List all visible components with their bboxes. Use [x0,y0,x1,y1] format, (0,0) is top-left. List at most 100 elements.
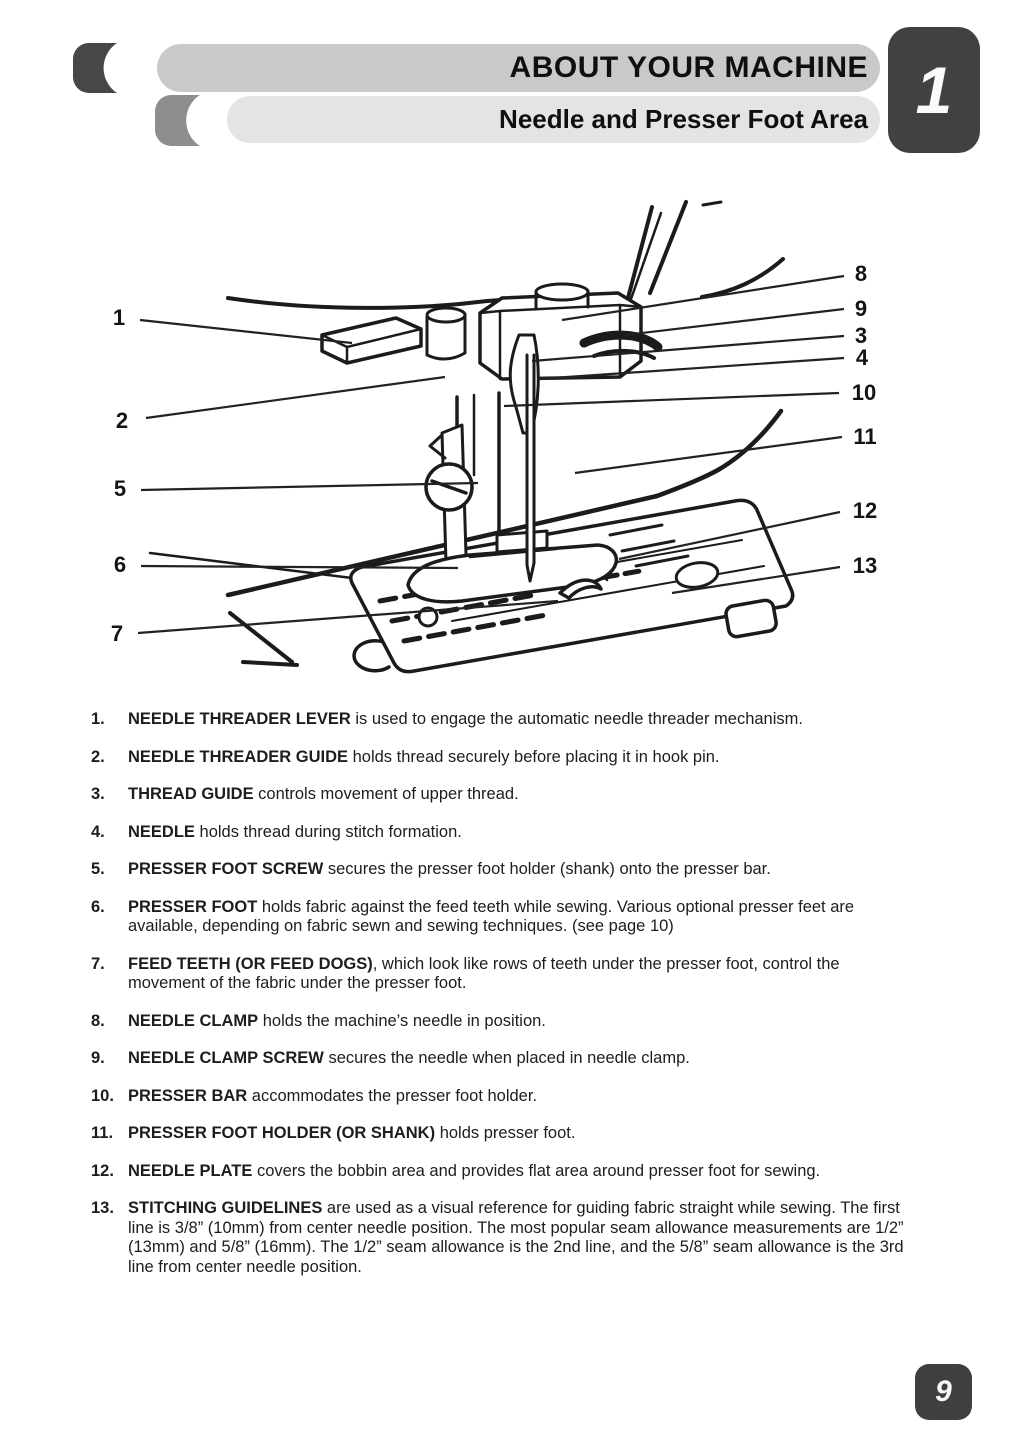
legend-item-number: 10. [91,1086,114,1105]
legend-item-term: PRESSER FOOT HOLDER (OR SHANK) [128,1124,436,1142]
callout-leader-3 [531,334,845,363]
legend-item-term: NEEDLE PLATE [128,1161,253,1180]
callout-number-9: 9 [855,296,867,321]
legend-item-term: THREAD GUIDE [128,785,254,803]
legend-item-number: 11. [91,1124,114,1142]
legend-item-4: 4. NEEDLE holds thread during stitch form… [91,823,913,843]
crescent-dark-icon [73,43,117,93]
legend-item-6: 6. PRESSER FOOT holds fabric against the … [91,898,913,937]
legend-item-description: covers the bobbin area and provides flat… [252,1161,821,1180]
page-title: ABOUT YOUR MACHINE [157,44,880,92]
legend-item-number: 2. [91,747,105,766]
legend-item-number: 3. [91,785,105,803]
legend-item-3: 3. THREAD GUIDE controls movement of uppe… [91,785,913,805]
callout-number-1: 1 [113,305,125,330]
callout-number-5: 5 [114,476,126,501]
legend-item-number: 13. [91,1199,114,1217]
legend-item-2: 2. NEEDLE THREADER GUIDE holds thread sec… [91,748,913,768]
legend-item-1: 1. NEEDLE THREADER LEVER is used to engag… [91,710,913,730]
legend-item-7: 7. FEED TEETH (OR FEED DOGS), which look … [91,955,913,994]
callout-number-6: 6 [114,552,126,577]
legend-item-number: 12. [91,1161,114,1180]
legend-item-term: FEED TEETH (OR FEED DOGS) [128,954,373,973]
legend-item-number: 6. [91,897,105,916]
plate-oval-hole [674,561,720,589]
callout-leader-8 [561,274,845,322]
legend-item-number: 8. [91,1011,105,1030]
legend-item-description: controls movement of upper thread. [253,785,519,803]
callout-leader-7 [137,599,559,635]
legend-item-description: secures the presser foot holder (shank) … [323,860,771,878]
plate-square-hole [724,598,778,639]
needle-clamp [425,282,663,381]
legend-item-number: 4. [91,822,105,841]
legend-item-description: holds the machine’s needle in position. [258,1011,546,1030]
callout-leader-13 [671,565,841,595]
plate-screw-hole [417,606,439,628]
chapter-number-badge: 1 [888,27,980,153]
page-number-badge: 9 [915,1364,972,1420]
legend-item-description: holds thread securely before placing it … [348,747,720,766]
legend-list: 1. NEEDLE THREADER LEVER is used to engag… [91,710,913,1295]
callout-leader-2 [145,375,446,420]
legend-item-number: 9. [91,1049,105,1067]
needle-threader-lever [320,316,423,365]
legend-item-term: STITCHING GUIDELINES [128,1199,323,1217]
callout-number-4: 4 [856,345,869,370]
section-subtitle: Needle and Presser Foot Area [227,96,880,143]
legend-item-term: PRESSER FOOT SCREW [128,860,324,878]
legend-item-term: NEEDLE CLAMP SCREW [128,1049,324,1067]
legend-item-description: secures the needle when placed in needle… [323,1049,690,1067]
machine-bed [148,408,784,673]
legend-item-term: NEEDLE CLAMP [128,1011,259,1030]
callout-number-10: 10 [852,380,876,405]
legend-item-number: 5. [91,860,105,878]
section-subtitle-text: Needle and Presser Foot Area [499,104,868,134]
callout-leader-6 [140,564,459,570]
legend-item-number: 1. [91,710,105,728]
legend-item-5: 5. PRESSER FOOT SCREW secures the presser… [91,860,913,880]
callout-leader-1 [139,318,353,345]
legend-item-description: are used as a visual reference for guidi… [128,1199,904,1276]
page-number: 9 [935,1375,952,1408]
needle [525,353,536,583]
chapter-number: 1 [915,53,953,127]
legend-item-11: 11. PRESSER FOOT HOLDER (OR SHANK) holds … [91,1124,913,1144]
legend-item-9: 9. NEEDLE CLAMP SCREW secures the needle … [91,1049,913,1069]
legend-item-term: PRESSER FOOT [128,897,258,916]
legend-item-description: accommodates the presser foot holder. [247,1086,538,1105]
callout-number-7: 7 [111,621,123,646]
legend-item-description: , which look like rows of teeth under th… [128,954,840,993]
legend-item-description: holds thread during stitch formation. [194,822,462,841]
callout-number-2: 2 [116,408,128,433]
callout-number-8: 8 [855,261,867,286]
callout-leader-12 [618,510,841,561]
legend-item-term: NEEDLE [128,822,195,841]
callout-leader-4 [537,356,845,381]
legend-item-10: 10. PRESSER BAR accommodates the presser … [91,1087,913,1107]
legend-item-description: holds presser foot. [435,1124,576,1142]
legend-item-term: PRESSER BAR [128,1086,248,1105]
legend-item-8: 8. NEEDLE CLAMP holds the machine’s needl… [91,1012,913,1032]
needle-clamp-screw [579,330,663,352]
callout-leader-5 [140,481,479,492]
callout-number-11: 11 [853,424,876,449]
callout-leader-11 [574,435,843,475]
crescent-medium-icon [155,95,200,146]
legend-item-description: is used to engage the automatic needle t… [350,710,803,728]
legend-item-term: NEEDLE THREADER LEVER [128,710,351,728]
legend-item-number: 7. [91,954,105,973]
callout-number-3: 3 [855,323,867,348]
legend-item-description: holds fabric against the feed teeth whil… [128,897,855,936]
presser-foot-holder [424,423,474,564]
legend-item-13: 13. STITCHING GUIDELINES are used as a vi… [91,1199,913,1277]
callout-number-13: 13 [853,553,877,578]
legend-item-12: 12. NEEDLE PLATE covers the bobbin area a… [91,1162,913,1182]
callout-leader-9 [624,307,845,337]
callout-leader-10 [503,391,840,408]
callout-number-12: 12 [853,498,877,523]
legend-item-term: NEEDLE THREADER GUIDE [128,747,349,766]
